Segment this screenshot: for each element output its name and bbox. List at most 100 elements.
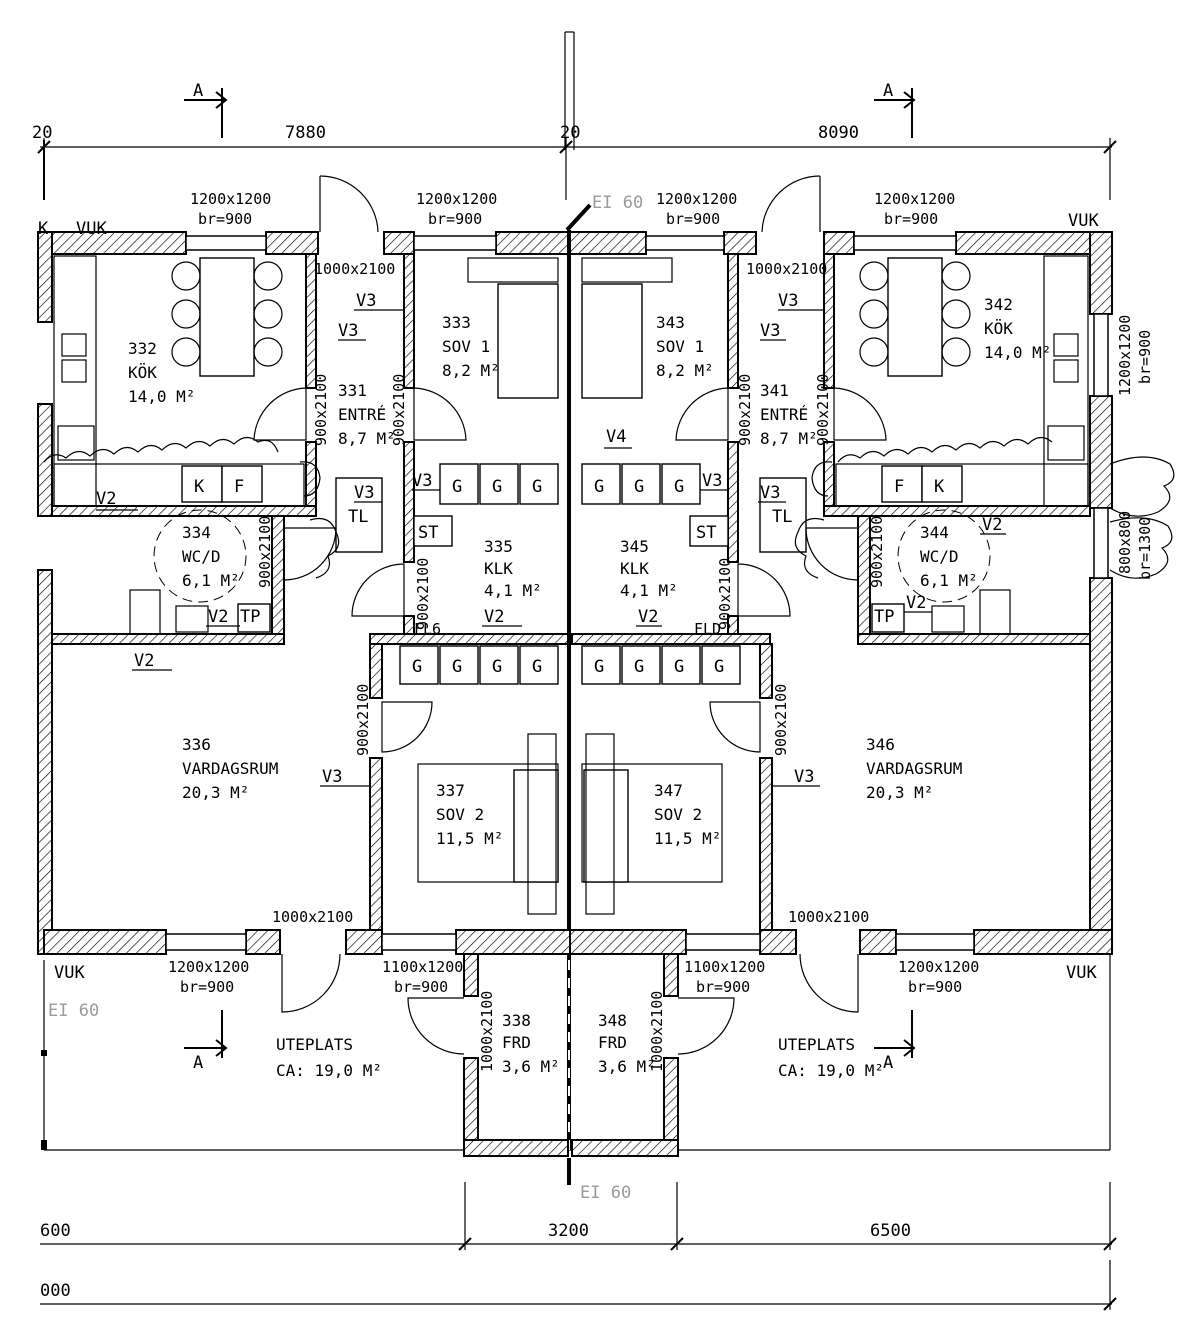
door-swings xyxy=(253,175,887,1055)
wall-type-label: V3 xyxy=(338,321,358,341)
section-marker-top-right: A xyxy=(874,81,916,138)
svg-text:337: 337 xyxy=(436,781,465,800)
svg-text:346: 346 xyxy=(866,735,895,754)
dim-top-left-stub: 20 xyxy=(32,123,52,143)
door-size-label: 900x2100 xyxy=(736,374,754,446)
wall-type-label: V2 xyxy=(906,593,926,613)
fire-rating-left: EI 60 xyxy=(48,1001,99,1021)
wall-type-tags xyxy=(96,309,1006,787)
wardrobe-label: G xyxy=(674,477,684,497)
fixture-label-fl6: FL6 xyxy=(414,620,441,638)
window-size-label: 1200x1200 xyxy=(874,190,955,208)
svg-text:4,1 M²: 4,1 M² xyxy=(484,581,542,600)
room-341: 341 ENTRÉ 8,7 M² xyxy=(760,381,818,448)
wall-type-label: V2 xyxy=(134,651,154,671)
svg-text:14,0 M²: 14,0 M² xyxy=(984,343,1051,362)
svg-text:348: 348 xyxy=(598,1011,627,1030)
fixture-label-st: ST xyxy=(418,523,438,543)
door-size-label: 900x2100 xyxy=(256,516,274,588)
wall-type-label: V3 xyxy=(794,767,814,787)
door-size-label: 900x2100 xyxy=(868,516,886,588)
vuk-label-top-left: VUK xyxy=(76,219,107,239)
svg-text:334: 334 xyxy=(182,523,211,542)
svg-text:4,1 M²: 4,1 M² xyxy=(620,581,678,600)
wall-type-label: V3 xyxy=(760,483,780,503)
svg-text:FRD: FRD xyxy=(598,1033,627,1052)
windows xyxy=(165,235,1109,951)
room-332: 332 KÖK 14,0 M² xyxy=(128,339,195,406)
svg-text:ENTRÉ: ENTRÉ xyxy=(338,405,386,424)
window-size-label: 1100x1200 xyxy=(684,958,765,976)
vuk-label-top-right: VUK xyxy=(1068,211,1099,231)
svg-text:6,1 M²: 6,1 M² xyxy=(920,571,978,590)
party-wall-line xyxy=(564,31,592,1185)
svg-text:KLK: KLK xyxy=(484,559,513,578)
window-size-label: 1200x1200 xyxy=(1116,315,1134,396)
window-br-label: br=900 xyxy=(180,978,234,996)
svg-text:344: 344 xyxy=(920,523,949,542)
fixture-label-fld: FLD xyxy=(694,620,721,638)
window-size-label: 1200x1200 xyxy=(416,190,497,208)
svg-text:341: 341 xyxy=(760,381,789,400)
svg-text:A: A xyxy=(883,1053,893,1073)
door-size-label: 900x2100 xyxy=(716,558,734,630)
window-size-label: 800x800 xyxy=(1116,511,1134,574)
wardrobe-label: G xyxy=(594,657,604,677)
window-size-label: 1200x1200 xyxy=(190,190,271,208)
svg-text:8,7 M²: 8,7 M² xyxy=(760,429,818,448)
svg-text:6,1 M²: 6,1 M² xyxy=(182,571,240,590)
wall-type-label: V3 xyxy=(322,767,342,787)
window-br-label: br=900 xyxy=(908,978,962,996)
svg-text:345: 345 xyxy=(620,537,649,556)
exterior-walls xyxy=(37,231,1113,1157)
window-size-label: 1100x1200 xyxy=(382,958,463,976)
svg-text:A: A xyxy=(193,81,203,101)
door-size-label: 1000x2100 xyxy=(314,260,395,278)
window-br-label: br=900 xyxy=(198,210,252,228)
left-edge-marks xyxy=(41,140,47,1150)
door-size-label: 900x2100 xyxy=(772,684,790,756)
door-size-label: 900x2100 xyxy=(414,558,432,630)
dim-bottom-mid: 3200 xyxy=(548,1221,589,1241)
window-br-label: br=900 xyxy=(1136,330,1154,384)
svg-text:SOV 2: SOV 2 xyxy=(654,805,702,824)
window-br-label: br=1300 xyxy=(1136,517,1154,580)
door-size-label: 1000x2100 xyxy=(478,991,496,1072)
uteplats-right: UTEPLATS CA: 19,0 M² xyxy=(778,1035,884,1080)
window-size-label: 1200x1200 xyxy=(168,958,249,976)
door-size-label: 1000x2100 xyxy=(648,991,666,1072)
fixture-label-st: ST xyxy=(696,523,716,543)
room-345: 345 KLK 4,1 M² xyxy=(620,537,678,600)
fixture-label-k: K xyxy=(194,477,205,497)
door-size-label: 1000x2100 xyxy=(746,260,827,278)
svg-text:14,0 M²: 14,0 M² xyxy=(128,387,195,406)
svg-text:11,5 M²: 11,5 M² xyxy=(436,829,503,848)
fixture-label-tp: TP xyxy=(874,607,894,627)
wall-type-label: V3 xyxy=(356,291,376,311)
fixture-label-f: F xyxy=(894,477,904,497)
svg-text:333: 333 xyxy=(442,313,471,332)
wall-type-label: V3 xyxy=(760,321,780,341)
fixture-label-tp: TP xyxy=(240,607,260,627)
wall-type-label: V2 xyxy=(638,607,658,627)
vuk-label-top-left-k: K xyxy=(38,219,49,239)
svg-text:SOV 1: SOV 1 xyxy=(656,337,704,356)
room-336: 336 VARDAGSRUM 20,3 M² xyxy=(182,735,278,802)
window-br-label: br=900 xyxy=(696,978,750,996)
svg-text:3,6 M²: 3,6 M² xyxy=(598,1057,656,1076)
vuk-label-bottom-left: VUK xyxy=(54,963,85,983)
svg-text:8,2 M²: 8,2 M² xyxy=(656,361,714,380)
svg-text:FRD: FRD xyxy=(502,1033,531,1052)
door-size-label: 1000x2100 xyxy=(788,908,869,926)
svg-text:UTEPLATS: UTEPLATS xyxy=(276,1035,353,1054)
svg-text:20,3 M²: 20,3 M² xyxy=(866,783,933,802)
wardrobe-label: G xyxy=(674,657,684,677)
svg-text:ENTRÉ: ENTRÉ xyxy=(760,405,808,424)
svg-text:CA: 19,0 M²: CA: 19,0 M² xyxy=(778,1061,884,1080)
wardrobe-label: G xyxy=(452,477,462,497)
wardrobe-label: G xyxy=(634,477,644,497)
uteplats-left: UTEPLATS CA: 19,0 M² xyxy=(276,1035,382,1080)
wall-type-label: V2 xyxy=(96,489,116,509)
svg-text:11,5 M²: 11,5 M² xyxy=(654,829,721,848)
